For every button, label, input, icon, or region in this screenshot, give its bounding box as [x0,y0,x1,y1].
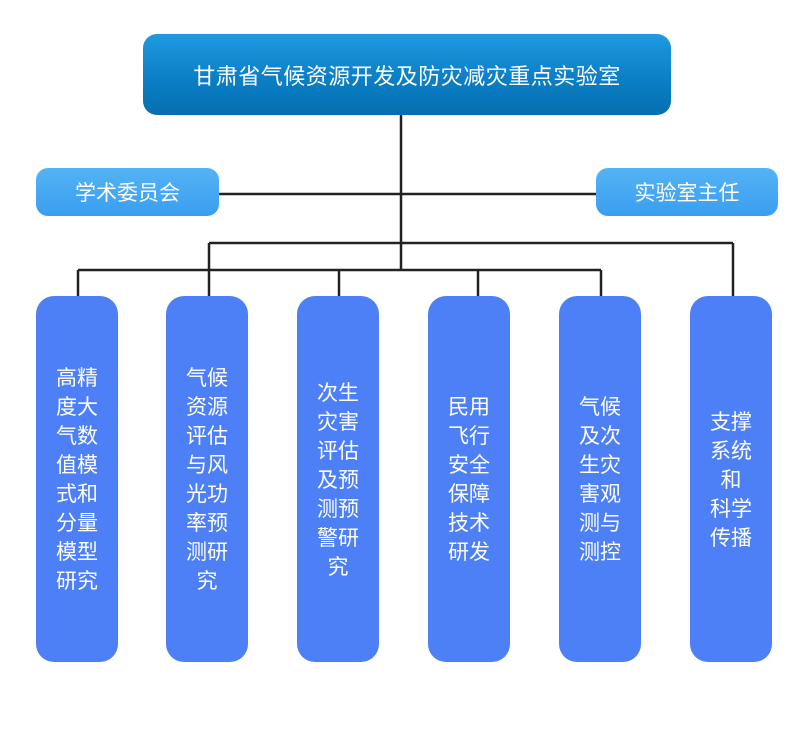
research-column-2-label: 气候 资源 评估 与风 光功 率预 测研 究 [186,366,228,593]
academic-committee-node: 学术委员会 [36,168,219,216]
research-column-3: 次生 灾害 评估 及预 测预 警研 究 [297,296,379,662]
research-column-5-label: 气候 及次 生灾 害观 测与 测控 [579,395,621,564]
research-column-6-label: 支撑 系统 和 科学 传播 [710,409,752,550]
research-column-1: 高精 度大 气数 值模 式和 分量 模型 研究 [36,296,118,662]
research-column-4: 民用 飞行 安全 保障 技术 研发 [428,296,510,662]
root-label: 甘肃省气候资源开发及防灾减灾重点实验室 [193,64,621,90]
research-column-6: 支撑 系统 和 科学 传播 [690,296,772,662]
research-column-2: 气候 资源 评估 与风 光功 率预 测研 究 [166,296,248,662]
lab-director-node: 实验室主任 [596,168,778,216]
research-column-5: 气候 及次 生灾 害观 测与 测控 [559,296,641,662]
research-column-4-label: 民用 飞行 安全 保障 技术 研发 [448,395,490,564]
academic-committee-label: 学术委员会 [75,181,180,205]
root-node: 甘肃省气候资源开发及防灾减灾重点实验室 [143,34,671,115]
research-column-3-label: 次生 灾害 评估 及预 测预 警研 究 [317,380,359,579]
research-column-1-label: 高精 度大 气数 值模 式和 分量 模型 研究 [56,366,98,593]
lab-director-label: 实验室主任 [634,181,740,205]
